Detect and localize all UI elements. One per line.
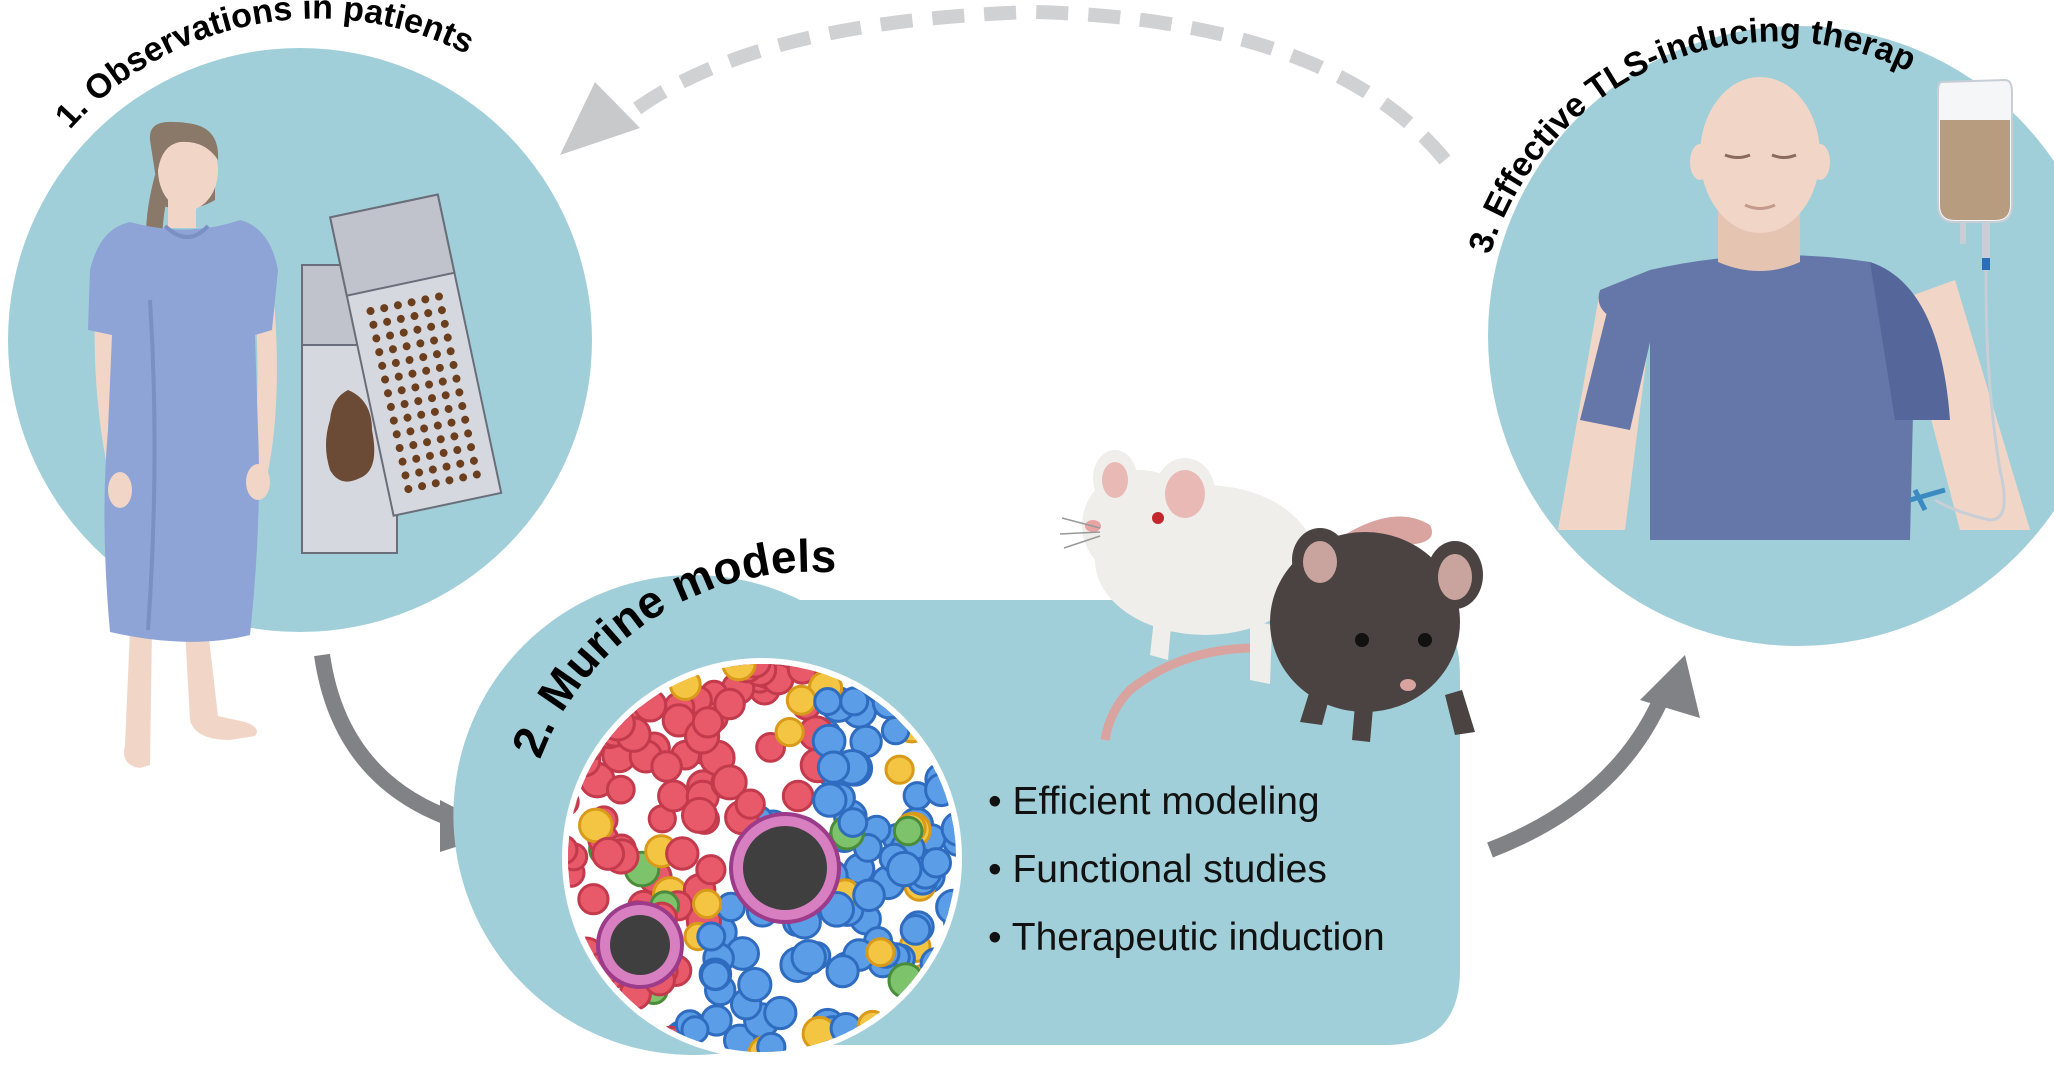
dashed-return-arrow — [630, 4, 1451, 165]
bullet-therapeutic-induction: • Therapeutic induction — [988, 916, 1385, 959]
bullet-efficient-modeling: • Efficient modeling — [988, 780, 1320, 823]
arrow-stage-two-to-three-head — [1640, 655, 1700, 718]
arrow-stage-two-to-three — [1487, 686, 1673, 858]
arrow-stage-one-to-two — [314, 653, 458, 828]
stage-two-panel: 2. Murine models • Efficient modeling • … — [453, 529, 1460, 1058]
iv-bag — [1909, 78, 2013, 522]
stage-one-panel: 1. Observations in patients — [8, 0, 592, 768]
black-mouse — [1270, 528, 1483, 742]
treated-patient-figure — [1558, 77, 2030, 540]
bullet-functional-studies: • Functional studies — [988, 848, 1327, 891]
patient-figure — [88, 121, 278, 768]
tissue-microarray-slide — [328, 193, 503, 517]
dashed-return-arrow-head — [560, 82, 640, 155]
